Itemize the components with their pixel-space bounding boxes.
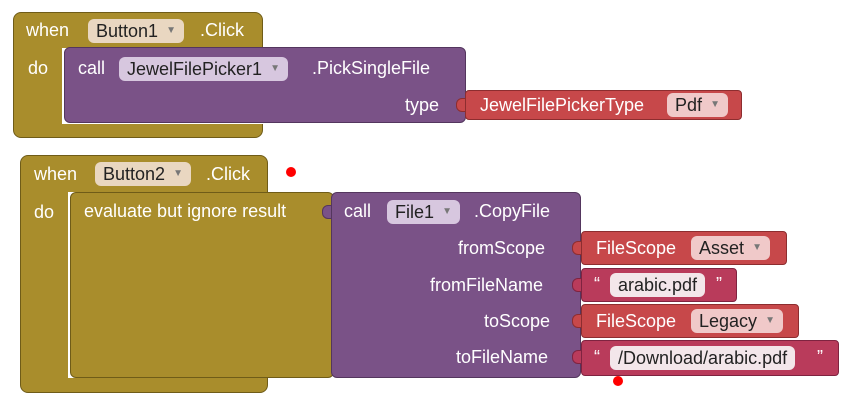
event-label-click-1: .Click [200,20,244,40]
breakpoint-marker-2 [613,376,623,386]
call-label-2: call [344,201,372,221]
component-dropdown-jewelfilepicker1[interactable]: JewelFilePicker1 [119,57,289,81]
param-label-fromfilename: fromFileName [430,275,544,295]
toscope-dropdown-legacy[interactable]: Legacy [691,309,784,333]
component-dropdown-button2[interactable]: Button2 [95,162,192,186]
evaluate-label: evaluate but ignore result [84,201,287,221]
do-label-2: do [34,202,55,222]
quote-close-2: ” [817,347,823,367]
call-label-1: call [78,58,106,78]
when-label-1: when [26,20,70,40]
component-dropdown-button1[interactable]: Button1 [88,19,185,43]
tofilename-text-value[interactable]: /Download/arabic.pdf [610,346,796,370]
quote-open-2: “ [594,347,600,367]
toscope-type-label: FileScope [596,311,677,331]
evaluate-ignore-block[interactable] [70,192,334,378]
method-label-copyfile: .CopyFile [474,201,551,221]
param-label-tofilename: toFileName [456,347,549,367]
fromscope-dropdown-asset[interactable]: Asset [691,236,771,260]
helper-type-label: JewelFilePickerType [480,95,645,115]
param-label-fromscope: fromScope [458,238,546,258]
method-label-picksinglefile: .PickSingleFile [312,58,431,78]
quote-open-1: “ [594,274,600,294]
fromscope-type-label: FileScope [596,238,677,258]
event-label-click-2: .Click [206,164,250,184]
breakpoint-marker-1 [286,167,296,177]
do-label-1: do [28,58,49,78]
param-label-type: type [405,95,440,115]
quote-close-1: ” [716,274,722,294]
param-label-toscope: toScope [484,311,551,331]
fromfilename-text-value[interactable]: arabic.pdf [610,273,706,297]
component-dropdown-file1[interactable]: File1 [387,200,461,224]
when-label-2: when [34,164,78,184]
picker-type-dropdown-pdf[interactable]: Pdf [667,93,729,117]
